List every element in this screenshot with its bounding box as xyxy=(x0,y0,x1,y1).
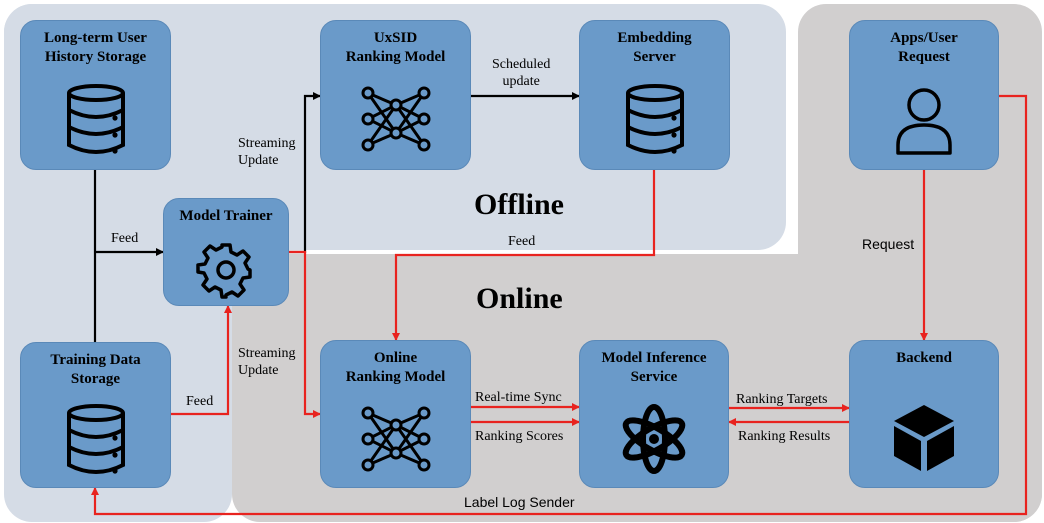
ranking-results-label: Ranking Results xyxy=(738,429,831,444)
neural-network-icon xyxy=(361,406,430,472)
online-ranking-model-node: Online Ranking Model xyxy=(320,340,471,488)
long-term-storage-node: Long-term User History Storage xyxy=(20,20,171,170)
training-data-storage-node: Training Data Storage xyxy=(20,342,171,488)
database-icon xyxy=(66,404,125,474)
trainer-to-uxsid-arrow xyxy=(289,92,321,254)
label-log-sender-arrow xyxy=(91,94,1028,516)
gear-icon xyxy=(196,243,252,299)
model-inference-service-node: Model Inference Service xyxy=(579,340,729,488)
ranking-scores-label: Ranking Scores xyxy=(475,429,564,444)
user-request-node: Apps/User Request xyxy=(849,20,999,170)
label-log-sender-label: Label Log Sender xyxy=(464,494,575,510)
database-icon xyxy=(66,84,125,154)
realtime-sync-label: Real-time Sync xyxy=(475,390,562,405)
streaming-update-label: Streaming Update xyxy=(238,346,296,378)
node-title: UxSID Ranking Model xyxy=(345,30,446,65)
embedding-server-node: Embedding Server xyxy=(579,20,730,170)
feed-label: Feed xyxy=(186,394,214,409)
neural-network-icon xyxy=(361,86,430,152)
embedding-to-online-model-arrow xyxy=(392,170,656,341)
node-title: Embedding Server xyxy=(617,30,692,65)
streaming-update-label: Streaming Update xyxy=(238,136,296,168)
user-icon xyxy=(896,88,952,155)
uxsid-ranking-model-node: UxSID Ranking Model xyxy=(320,20,471,170)
model-trainer-node: Model Trainer xyxy=(163,198,289,306)
node-title: Online Ranking Model xyxy=(345,350,446,385)
node-title: Training Data Storage xyxy=(50,352,141,387)
feed-label: Feed xyxy=(111,231,139,246)
training-data-to-trainer-arrow xyxy=(171,305,232,416)
node-title: Backend xyxy=(896,350,952,366)
node-title: Model Inference Service xyxy=(601,350,707,385)
online-heading: Online xyxy=(476,282,563,315)
scheduled-update-label: Scheduled update xyxy=(492,57,551,89)
feed-label: Feed xyxy=(508,234,536,249)
request-label: Request xyxy=(862,236,915,252)
offline-heading: Offline xyxy=(474,188,564,221)
backend-node: Backend xyxy=(849,340,999,488)
database-icon xyxy=(625,84,684,154)
node-title: Model Trainer xyxy=(179,208,273,224)
ranking-targets-label: Ranking Targets xyxy=(736,392,828,407)
node-title: Apps/User Request xyxy=(890,30,958,65)
atom-icon xyxy=(622,404,686,474)
trainer-to-online-model-arrow xyxy=(289,250,321,418)
cube-icon xyxy=(894,405,954,471)
node-title: Long-term User History Storage xyxy=(44,30,147,65)
